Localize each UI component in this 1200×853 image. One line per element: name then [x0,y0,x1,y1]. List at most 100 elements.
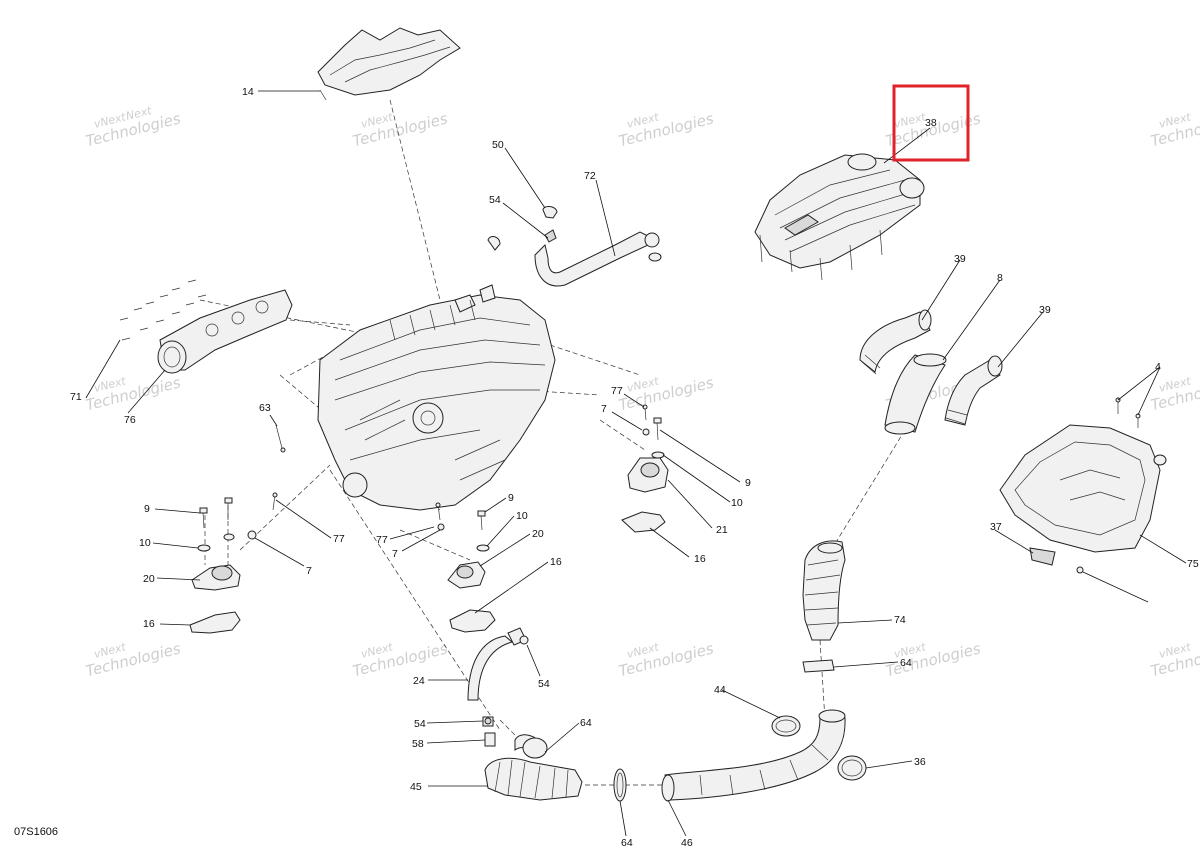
callout-58: 64 [621,837,633,848]
callout-24: 24 [413,675,425,687]
callout-54: 54 [538,678,550,690]
callout-4: 37 [990,521,1002,533]
callout-16: 16 [550,556,562,568]
callout-39: 8 [997,272,1003,284]
fastener-part-77-right [642,404,650,436]
callout-21: 21 [716,524,728,536]
svg-text:Next: Next [125,104,154,123]
callout-38: 39 [1039,304,1051,316]
callout-76: 76 [124,414,136,426]
watermark: vNext Technologies [617,109,716,150]
callout-7: 7 [306,565,312,577]
callout-36: 38 [925,117,937,129]
svg-text:Technologies: Technologies [84,639,183,680]
clamp-part-54-top [487,229,557,251]
callout-46: 74 [894,614,906,626]
callout-54: 54 [489,194,501,206]
callout-14: 14 [242,86,254,98]
callout-labels: 14 50 72 54 71 76 63 77 7 9 10 21 16 9 1… [70,86,1199,849]
callout-20: 20 [143,573,155,585]
watermark: vNext Technologies [1149,109,1200,150]
engine-block [317,284,556,511]
callout-63: 63 [259,402,271,414]
hose-part-72 [534,231,662,287]
svg-text:Technologies: Technologies [617,639,716,680]
watermark: vNext Technologies [84,639,183,680]
fastener-part-77-center [435,502,445,531]
engine-mount-center [447,510,496,633]
callout-72: 72 [584,170,596,182]
svg-text:Technologies: Technologies [351,639,450,680]
svg-text:Technologies: Technologies [617,109,716,150]
engine-mount-left [189,497,257,634]
hose-part-24 [467,627,529,701]
watermark: vNext Technologies [351,639,450,680]
callout-26: 58 [412,738,424,750]
callout-10: 10 [731,497,743,509]
watermark: vNext Technologies [884,639,983,680]
clamp-part-58-right [802,659,835,673]
leader-lines [85,90,1187,837]
ring-part-74 [837,755,867,781]
callout-9: 9 [508,492,514,504]
fastener-part-75 [1076,566,1084,574]
callout-10: 10 [139,537,151,549]
watermark: vNext Technologies [617,373,716,414]
callout-77: 77 [611,385,623,397]
callout-37: 75 [1187,558,1199,570]
callout-7: 7 [601,403,607,415]
clamp-part-58-left [522,737,548,759]
figure-id-label: 07S1606 [14,826,59,838]
watermark: vNext Technologies [1149,639,1200,680]
callout-16: 16 [694,553,706,565]
callout-77: 77 [333,533,345,545]
duct-part-46 [802,540,846,641]
fitting-part-26 [484,732,496,747]
svg-text:Technologies: Technologies [351,109,450,150]
callout-38: 39 [954,253,966,265]
callout-8: 4 [1155,361,1161,373]
highlight-box [892,84,970,162]
svg-text:Technologies: Technologies [884,639,983,680]
intake-manifold-part-76 [157,289,293,374]
air-duct-part-44 [661,709,846,802]
svg-text:Technologies: Technologies [84,373,183,414]
callout-50: 50 [492,139,504,151]
callout-44: 46 [681,837,693,848]
callout-45: 45 [410,781,422,793]
callout-77: 77 [376,534,388,546]
tray-part-37 [999,424,1167,566]
watermark: vNext Technologies [617,639,716,680]
callout-54: 54 [414,718,426,730]
callout-58: 64 [580,717,592,729]
clamp-part-64 [771,715,801,737]
tube-part-39 [884,353,947,435]
callout-16: 16 [143,618,155,630]
engine-cover-part-14 [317,27,461,101]
callout-74: 36 [914,756,926,768]
fitting-part-54-lower [482,716,494,727]
watermark: vNext Technologies [351,109,450,150]
engine-mount-right [621,417,669,533]
svg-text:Technologies: Technologies [617,373,716,414]
callout-58: 64 [900,657,912,669]
callout-71: 71 [70,391,82,403]
callout-7: 7 [392,548,398,560]
callout-10: 10 [516,510,528,522]
fastener-part-63 [275,424,286,453]
tube-part-38-right [944,355,1003,426]
fastener-part-77-left [272,492,278,511]
bolt-set-part-71 [119,279,207,341]
callout-20: 20 [532,528,544,540]
callout-9: 9 [745,477,751,489]
callout-9: 9 [144,503,150,515]
screw-part-8 [1115,397,1141,428]
airbox-part-36 [754,153,925,281]
tube-part-38-left [859,309,932,375]
clamp-part-50 [542,206,558,219]
callout-64: 44 [714,684,726,696]
clamp-part-58-lower [613,768,627,802]
